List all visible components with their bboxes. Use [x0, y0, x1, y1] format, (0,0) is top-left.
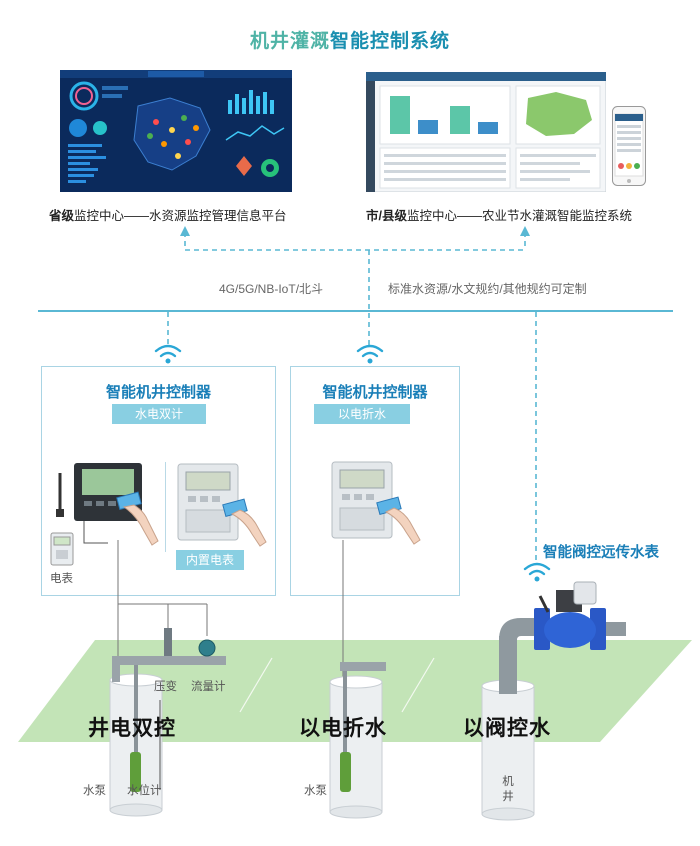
wifi-icon	[154, 344, 182, 364]
smart-meter-image	[331, 461, 421, 545]
valve-meter-title: 智能阀控远传水表	[543, 545, 659, 561]
well-label: 机井	[500, 775, 516, 805]
title-part-1: 机井灌溉	[249, 31, 330, 52]
panel-1-title: 智能机井控制器	[105, 384, 211, 401]
flow-meter-label: 流量计	[191, 681, 226, 693]
comm-protocols-label: 4G/5G/NB-IoT/北斗	[219, 282, 324, 296]
electric-meter-icon	[50, 532, 74, 566]
protocol-label: 标准水资源/水文规约/其他规约可定制	[388, 282, 587, 296]
panel-1-badge: 水电双计	[112, 404, 206, 424]
wifi-icon	[356, 344, 384, 364]
smart-meter-image	[177, 463, 267, 547]
provincial-level: 省级	[49, 209, 75, 223]
pump-label-2: 水泵	[304, 785, 327, 797]
panel-1-divider	[165, 462, 166, 552]
panel-2-badge: 以电折水	[314, 404, 410, 424]
provincial-dashboard-image	[60, 70, 292, 192]
page-title: 机井灌溉智能控制系统	[0, 26, 700, 53]
controller-device-image	[56, 463, 159, 546]
ground-label-dual-control: 井电双控	[88, 717, 176, 740]
ground-label-valve-control: 以阀控水	[463, 717, 551, 740]
provincial-desc: 监控中心——水资源监控管理信息平台	[74, 209, 287, 223]
city-center-label: 市/县级监控中心——农业节水灌溉智能监控系统	[366, 205, 632, 224]
city-desc: 监控中心——农业节水灌溉智能监控系统	[406, 209, 632, 223]
wifi-icon	[523, 562, 551, 582]
phone-app-image	[612, 106, 646, 186]
city-level: 市/县级	[366, 209, 407, 223]
built-in-meter-badge: 内置电表	[176, 550, 244, 570]
provincial-center-label: 省级监控中心——水资源监控管理信息平台	[49, 205, 287, 224]
ground-label-power-to-water: 以电折水	[299, 717, 387, 740]
title-part-2: 智能控制系统	[330, 31, 451, 52]
pressure-sensor-label: 压变	[154, 681, 177, 693]
well-text: 机井	[502, 776, 514, 803]
pump-label-1: 水泵	[83, 785, 106, 797]
meter-label: 电表	[50, 573, 73, 585]
city-dashboard-image	[365, 71, 607, 193]
panel-2-title: 智能机井控制器	[322, 384, 428, 401]
water-level-label: 水位计	[127, 785, 162, 797]
